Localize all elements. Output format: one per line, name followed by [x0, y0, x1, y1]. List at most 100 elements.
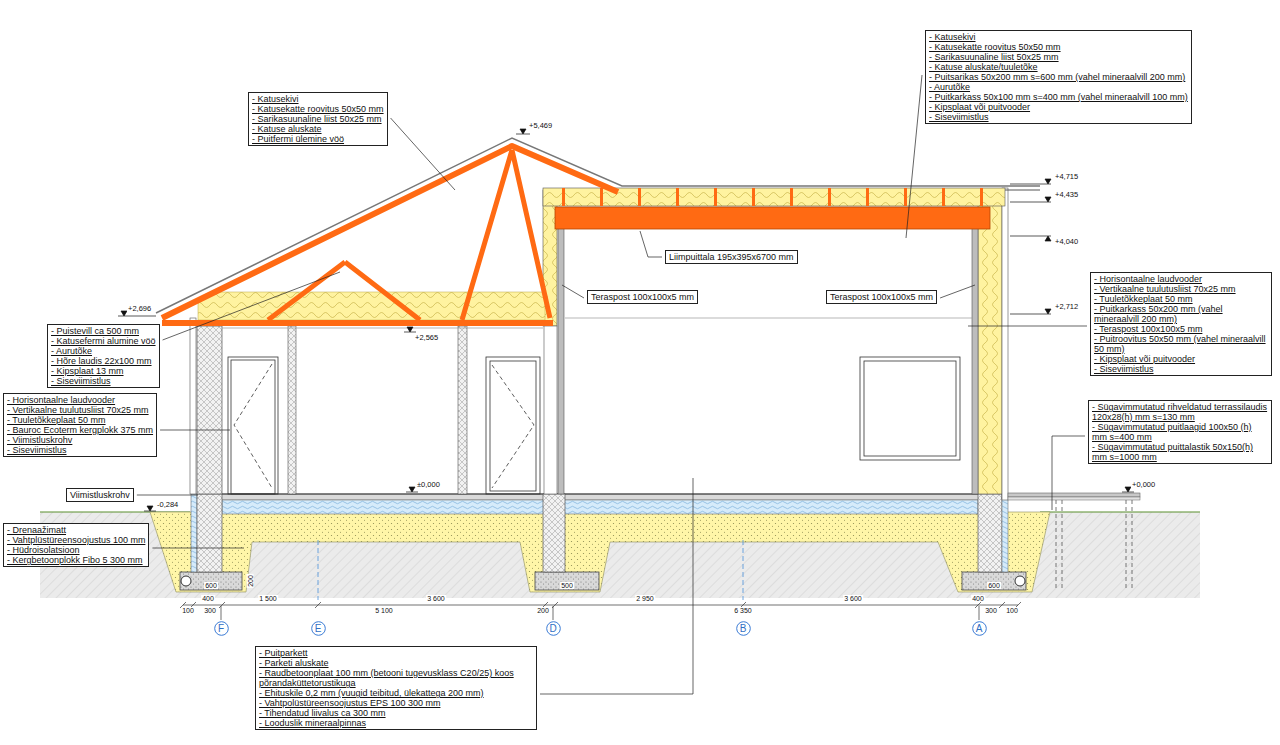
- left-wall: [190, 318, 467, 494]
- leader-line: [163, 272, 340, 340]
- callout-text: - Puitkarkass 50x100 mm s=400 mm (vahel …: [929, 92, 1188, 102]
- leader-line: [160, 430, 230, 431]
- callout-text: - Puitkarkass 50x200 mm (vahel mineraalv…: [1094, 304, 1268, 324]
- left-wall: [458, 326, 467, 494]
- leader-line: [640, 231, 648, 257]
- footing: [180, 572, 242, 590]
- roof-truss: [162, 320, 553, 326]
- level-mark: +2,696: [127, 305, 152, 313]
- callout-text: - Kipsplaat või puitvooder: [929, 102, 1188, 112]
- level-mark: +4,435: [1054, 191, 1079, 199]
- dimension-text: 600: [204, 582, 218, 589]
- right-wall: [972, 188, 1008, 500]
- level-marker: [1010, 314, 1051, 315]
- middle-wall: [558, 228, 564, 494]
- callout-box: - Puitparkett- Parketi aluskate- Raudbet…: [255, 646, 537, 730]
- level-mark: +4,040: [1054, 238, 1079, 246]
- callout-text: - Bauroc Ecoterm kergplokk 375 mm: [7, 425, 153, 435]
- foundation-wall: [978, 494, 1002, 572]
- callout-text: - Vertikaalne tuulutusliist 70x25 mm: [7, 405, 153, 415]
- callout-text: - Viimistluskrohv: [7, 435, 153, 445]
- dimension-text: 3 600: [843, 595, 863, 602]
- level-marker: [1010, 236, 1051, 237]
- ceiling-insulation: [198, 292, 545, 320]
- terrace: [1008, 493, 1140, 497]
- dimension-line: [180, 602, 1021, 620]
- level-marker: [118, 316, 156, 317]
- foundation-wall: [191, 494, 1008, 572]
- callout-text: - Vertikaalne tuulutusliist 70x25 mm: [1094, 284, 1268, 294]
- level-marker: [1122, 492, 1134, 493]
- dimension-text: 1 500: [258, 595, 278, 602]
- level-mark: +2,712: [1054, 303, 1079, 311]
- callout-text: - Katusekivi: [252, 94, 384, 104]
- callout-text: - Kipsplaat 13 mm: [51, 366, 156, 376]
- leader-line: [562, 285, 584, 298]
- callout-text: - Siseviimistlus: [7, 445, 153, 455]
- callout-text: - Puistevill ca 500 mm: [51, 326, 156, 336]
- callout-box: - Katusekivi- Katusekatte roovitus 50x50…: [925, 30, 1192, 124]
- level-marker: [118, 129, 1134, 511]
- callout-text: - Drenaažimatt: [7, 525, 145, 535]
- level-marker: [1045, 179, 1051, 184]
- leader-line: [540, 694, 693, 695]
- callout-text: - Puitsarikas 50x200 mm s=600 mm (vahel …: [929, 72, 1188, 82]
- dimension-line: [180, 602, 1021, 608]
- dimension-text: 2 950: [635, 595, 655, 602]
- roof-truss: [156, 138, 1040, 326]
- post-label: Teraspost 100x100x5 mm: [826, 290, 937, 304]
- sand-fill: [150, 512, 1050, 592]
- flat-roof: [638, 188, 641, 206]
- axis-letter: E: [311, 621, 326, 636]
- leader-line: [1052, 436, 1053, 510]
- floor-slab: [197, 494, 1002, 500]
- post-label: Teraspost 100x100x5 mm: [587, 290, 698, 304]
- callout-text: - Katusekivi: [929, 32, 1188, 42]
- callout-box: - Sügavimmutatud rihveldatud terrassilau…: [1088, 400, 1272, 464]
- window: [864, 361, 956, 456]
- dimension-text: 5 100: [374, 607, 394, 614]
- right-wall: [1002, 188, 1008, 500]
- foundation-wall: [543, 494, 565, 572]
- level-marker: [1045, 236, 1051, 241]
- level-mark: +2,565: [414, 334, 439, 342]
- callout-text: - Siseviimistlus: [51, 376, 156, 386]
- callout-text: - Raudbetoonplaat 100 mm (betooni tugevu…: [259, 668, 533, 688]
- callout-text: - Katuse aluskate/tuuletõke: [929, 62, 1188, 72]
- door: [228, 357, 278, 494]
- flat-roof: [866, 188, 869, 206]
- callout-text: - Sügavimmutatud rihveldatud terrassilau…: [1092, 402, 1268, 422]
- leader-line: [968, 326, 1087, 327]
- callout-text: - Kipsplaat või puitvooder: [1094, 354, 1268, 364]
- axis-circle-outline: [736, 621, 750, 635]
- middle-wall: [543, 190, 564, 494]
- dimension-text: 6 350: [733, 607, 753, 614]
- floor-slab: [197, 493, 1002, 494]
- callout-text: - Kergbetoonplokk Fibo 5 300 mm: [7, 555, 145, 565]
- axis-bubble: D: [546, 621, 561, 636]
- left-wall: [197, 326, 222, 494]
- terrace: [1008, 497, 1140, 500]
- drain-pipe: [181, 576, 191, 586]
- dimension-text: 600: [987, 582, 1001, 589]
- flat-roof: [714, 188, 717, 206]
- axis-letter: D: [546, 621, 561, 636]
- axis-letter: B: [736, 621, 751, 636]
- roof-truss: [162, 146, 618, 318]
- leader-line: [648, 257, 662, 258]
- level-marker: [147, 506, 153, 511]
- flat-roof: [828, 188, 831, 206]
- callout-text: - Parketi aluskate: [259, 658, 533, 668]
- callout-text: - Katuse aluskate: [252, 124, 384, 134]
- level-mark: -0,284: [156, 501, 179, 509]
- flat-roof: [562, 188, 983, 206]
- axis-circle-outline: [311, 621, 325, 635]
- drain-pipe: [1015, 576, 1025, 586]
- dimension-line: [183, 605, 1018, 606]
- callout-text: - Katusekatte roovitus 50x50 mm: [929, 42, 1188, 52]
- axis-line: [318, 540, 743, 600]
- callout-box: - Drenaažimatt- Vahtplüstüreensoojustus …: [3, 523, 149, 567]
- flat-roof: [600, 188, 603, 206]
- callout-text: - Ehituskile 0,2 mm (vuugid teibitud, ül…: [259, 688, 533, 698]
